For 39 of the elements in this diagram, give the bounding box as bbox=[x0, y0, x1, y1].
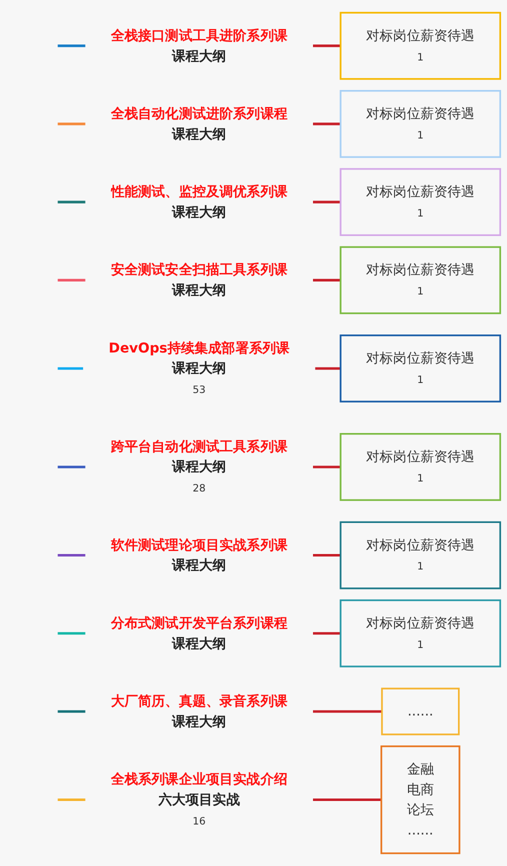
node-text: 全栈系列课企业项目实战介绍 六大项目实战 16 bbox=[110, 770, 288, 827]
node-text: 大厂简历、真题、录音系列课 课程大纲 bbox=[110, 692, 288, 730]
connector bbox=[312, 122, 341, 126]
connector bbox=[58, 367, 84, 370]
connector bbox=[312, 466, 341, 468]
node-box: ...... bbox=[381, 688, 460, 736]
connector bbox=[58, 710, 86, 713]
connector bbox=[315, 367, 341, 370]
node-text: 全栈自动化测试进阶系列课程 课程大纲 bbox=[110, 105, 288, 142]
connector bbox=[312, 798, 382, 802]
connector bbox=[312, 710, 382, 713]
connector bbox=[58, 44, 86, 48]
node-text: DevOps持续集成部署系列课 课程大纲 53 bbox=[108, 340, 290, 396]
connector bbox=[58, 122, 86, 126]
connector bbox=[312, 554, 341, 557]
connector bbox=[58, 278, 86, 282]
node-box: 对标岗位薪资待遇 1 bbox=[340, 246, 502, 314]
connector bbox=[312, 632, 341, 635]
node-box: 对标岗位薪资待遇 1 bbox=[340, 12, 502, 80]
connector bbox=[58, 798, 86, 802]
connector bbox=[58, 632, 86, 635]
node-text: 安全测试安全扫描工具系列课 课程大纲 bbox=[110, 261, 288, 298]
connector bbox=[58, 466, 86, 468]
node-text: 跨平台自动化测试工具系列课 课程大纲 28 bbox=[110, 438, 288, 494]
node-box: 对标岗位薪资待遇 1 bbox=[340, 90, 502, 158]
connector bbox=[58, 200, 86, 204]
node-box: 对标岗位薪资待遇 1 bbox=[340, 334, 502, 402]
node-text: 全栈接口测试工具进阶系列课 课程大纲 bbox=[110, 27, 288, 64]
connector bbox=[312, 44, 341, 48]
connector bbox=[312, 200, 341, 204]
node-box: 对标岗位薪资待遇 1 bbox=[340, 168, 502, 236]
node-box: 对标岗位薪资待遇 1 bbox=[340, 521, 502, 590]
node-text: 分布式测试开发平台系列课程 课程大纲 bbox=[110, 614, 288, 652]
connector bbox=[312, 278, 341, 282]
node-box: 对标岗位薪资待遇 1 bbox=[340, 433, 502, 501]
node-box: 对标岗位薪资待遇 1 bbox=[340, 599, 502, 668]
connector bbox=[58, 554, 86, 557]
node-box: 金融 电商 论坛 ...... bbox=[380, 745, 460, 854]
node-text: 软件测试理论项目实战系列课 课程大纲 bbox=[110, 536, 288, 574]
